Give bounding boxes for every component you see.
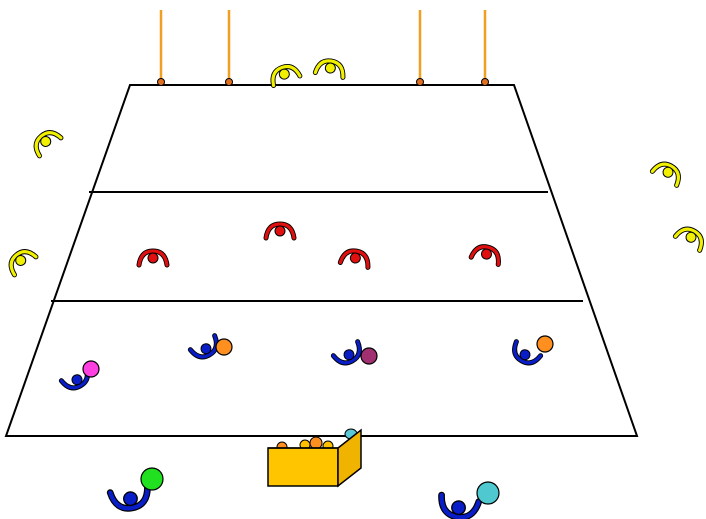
- front-player-2: [187, 333, 233, 360]
- outside-player-2-ball: [476, 481, 500, 505]
- middle-players: [136, 221, 501, 270]
- front-player-3-body: [330, 339, 362, 366]
- sideline-player-6: [672, 226, 704, 253]
- front-player-2-ball: [215, 338, 233, 356]
- outside-player-1-body: [106, 482, 151, 512]
- front-player-1-ball: [82, 360, 100, 378]
- outside-player-1: [106, 467, 164, 512]
- front-players: [58, 333, 554, 519]
- sideline-player-3: [33, 130, 64, 159]
- sideline-player-5: [649, 161, 681, 188]
- poles: [157, 10, 489, 86]
- sideline-player-1: [270, 64, 303, 88]
- middle-player-4: [468, 244, 501, 267]
- outside-player-2-body: [438, 491, 483, 519]
- pole-4: [481, 10, 489, 86]
- sideline-player-2: [312, 58, 346, 80]
- pole-1: [157, 10, 165, 86]
- middle-player-1: [136, 248, 170, 268]
- sideline-players: [8, 58, 704, 278]
- outside-player-2: [438, 481, 500, 519]
- outside-player-1-ball: [140, 467, 164, 491]
- ball-box-icon: [267, 428, 362, 488]
- front-player-1: [58, 360, 100, 391]
- middle-player-3: [337, 248, 371, 270]
- front-player-2-body: [187, 333, 219, 360]
- pole-2: [225, 10, 233, 86]
- field-outline: [4, 84, 639, 437]
- front-player-4: [512, 335, 554, 366]
- front-player-4-body: [512, 339, 544, 366]
- front-player-3: [330, 339, 378, 366]
- sideline-player-4: [8, 249, 39, 278]
- front-player-3-ball: [360, 347, 378, 365]
- middle-player-2: [263, 221, 297, 241]
- field: [4, 84, 639, 437]
- pole-3: [416, 10, 424, 86]
- front-player-4-ball: [536, 335, 554, 353]
